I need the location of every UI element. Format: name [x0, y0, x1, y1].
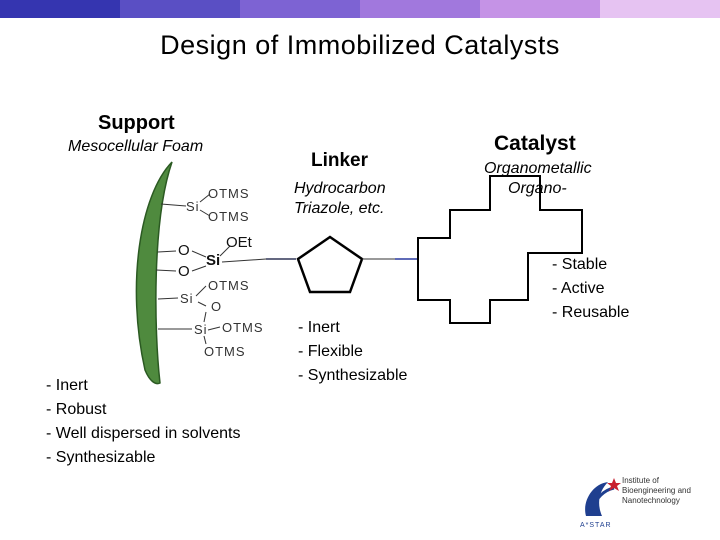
oxygen-label: O	[211, 299, 223, 314]
support-surface-shape	[135, 161, 173, 385]
support-subtitle: Mesocellular Foam	[68, 138, 204, 155]
catalyst-heading: Catalyst	[494, 132, 576, 155]
oxygen-label: O	[178, 242, 190, 259]
bond-line	[191, 250, 207, 258]
otms-label: OTMS	[204, 344, 246, 359]
slide-title: Design of Immobilized Catalysts	[160, 30, 560, 60]
list-item: - Stable	[552, 256, 608, 273]
bond-line	[195, 285, 207, 297]
si-label: Si	[186, 199, 200, 214]
catalyst-properties-list: - Stable - Active - Reusable	[552, 253, 629, 325]
si-label: Si	[206, 252, 221, 269]
logo-brand-text: A*STAR	[580, 522, 612, 529]
catalyst-subtitle-line1: Organometallic	[484, 160, 592, 177]
list-item: - Reusable	[552, 304, 630, 321]
list-item: - Synthesizable	[46, 449, 156, 466]
bond-line	[203, 335, 207, 345]
linker-ring-shape	[296, 235, 364, 294]
support-properties-list: - Inert - Robust - Well dispersed in sol…	[46, 374, 240, 470]
bond-line	[199, 193, 211, 203]
topbar-segment	[120, 0, 240, 18]
top-color-bar	[0, 0, 720, 18]
bond-line	[155, 269, 177, 272]
bond-line	[221, 258, 267, 263]
topbar-segment	[480, 0, 600, 18]
logo-line: Nanotechnology	[622, 496, 680, 505]
si-label: Si	[194, 322, 208, 337]
bond-line	[199, 209, 211, 217]
catalyst-subtitle-line2: Organo-	[508, 180, 567, 197]
ethoxy-label: OEt	[226, 234, 252, 251]
list-item: - Well dispersed in solvents	[46, 425, 241, 442]
astar-logo-icon	[585, 478, 621, 516]
bond-line	[157, 297, 179, 300]
otms-label: OTMS	[208, 209, 250, 224]
logo-line: Bioengineering and	[622, 486, 691, 495]
topbar-segment	[0, 0, 120, 18]
list-item: - Inert	[46, 377, 88, 394]
list-item: - Flexible	[298, 343, 363, 360]
linker-heading: Linker	[311, 150, 369, 171]
institute-logo: A*STAR Institute of Bioengineering and N…	[578, 472, 708, 534]
otms-label: OTMS	[208, 278, 250, 293]
topbar-segment	[240, 0, 360, 18]
bond-line	[160, 203, 187, 207]
topbar-segment	[600, 0, 720, 18]
linker-properties-list: - Inert - Flexible - Synthesizable	[298, 316, 407, 388]
bond-line	[219, 245, 231, 257]
topbar-segment	[360, 0, 480, 18]
list-item: - Active	[552, 280, 605, 297]
bond-line	[207, 326, 221, 331]
list-item: - Robust	[46, 401, 107, 418]
bond-line	[203, 311, 207, 323]
otms-label: OTMS	[222, 320, 264, 335]
logo-line: Institute of	[622, 476, 659, 485]
list-item: - Synthesizable	[298, 367, 408, 384]
bond-line	[157, 250, 177, 253]
catalyst-shape	[417, 175, 583, 324]
bond-line	[191, 265, 207, 272]
oxygen-label: O	[178, 263, 190, 280]
support-heading: Support	[98, 112, 175, 134]
linker-subtitle-line2: Triazole, etc.	[294, 200, 385, 217]
bond-line	[197, 301, 207, 307]
linker-subtitle-line1: Hydrocarbon	[294, 180, 386, 197]
otms-label: OTMS	[208, 186, 250, 201]
si-label: Si	[180, 291, 194, 306]
list-item: - Inert	[298, 319, 340, 336]
